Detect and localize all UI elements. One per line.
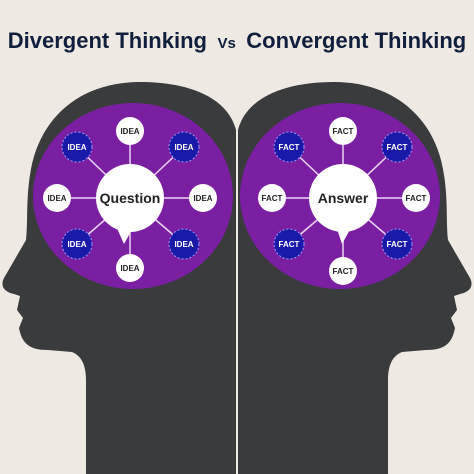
fact-node-left-label: FACT: [262, 194, 283, 203]
idea-node-top-left: [61, 131, 93, 163]
answer-bubble: [309, 164, 377, 232]
fact-node-right: [402, 184, 430, 212]
fact-node-bottom-right-label: FACT: [387, 240, 408, 249]
fact-node-top-label: FACT: [333, 127, 354, 136]
idea-node-bottom-left-label: IDEA: [67, 240, 86, 249]
left-idea-nodes: IDEA IDEA IDEA IDEA IDEA IDEA IDEA IDEA: [43, 117, 217, 282]
idea-node-top-left-label: IDEA: [67, 143, 86, 152]
idea-node-left: [43, 184, 71, 212]
fact-node-bottom-right: [381, 228, 413, 260]
idea-node-bottom-right: [168, 228, 200, 260]
title-convergent: Convergent Thinking: [246, 28, 467, 53]
idea-node-left-label: IDEA: [47, 194, 66, 203]
fact-node-top: [329, 117, 357, 145]
question-label: Question: [100, 190, 161, 206]
title-divergent: Divergent Thinking: [7, 28, 207, 53]
answer-label: Answer: [318, 190, 369, 206]
page-title: Divergent Thinking Vs Convergent Thinkin…: [0, 28, 474, 54]
fact-node-left: [258, 184, 286, 212]
idea-node-bottom: [116, 254, 144, 282]
fact-node-bottom-left-label: FACT: [279, 240, 300, 249]
idea-node-top-right: [168, 131, 200, 163]
idea-node-right-label: IDEA: [193, 194, 212, 203]
title-vs: Vs: [217, 35, 236, 52]
fact-node-bottom-left: [273, 228, 305, 260]
idea-node-right: [189, 184, 217, 212]
fact-node-top-right: [381, 131, 413, 163]
fact-node-top-left-label: FACT: [279, 143, 300, 152]
idea-node-top: [116, 117, 144, 145]
idea-node-bottom-label: IDEA: [120, 264, 139, 273]
fact-node-bottom: [329, 257, 357, 285]
question-bubble: [96, 164, 164, 232]
fact-node-right-label: FACT: [406, 194, 427, 203]
fact-node-top-left: [273, 131, 305, 163]
idea-node-bottom-right-label: IDEA: [174, 240, 193, 249]
idea-node-top-right-label: IDEA: [174, 143, 193, 152]
idea-node-bottom-left: [61, 228, 93, 260]
fact-node-top-right-label: FACT: [387, 143, 408, 152]
idea-node-top-label: IDEA: [120, 127, 139, 136]
fact-node-bottom-label: FACT: [333, 267, 354, 276]
right-fact-nodes: FACT FACT FACT FACT FACT FACT FACT FACT: [258, 117, 430, 285]
